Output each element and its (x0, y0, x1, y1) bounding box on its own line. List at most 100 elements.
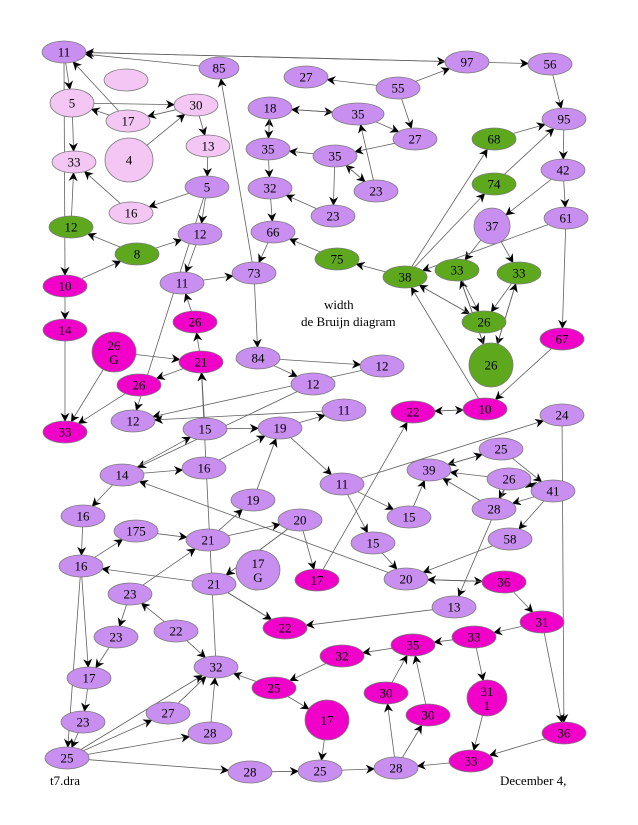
edge-n26e-to-n39 (449, 468, 488, 478)
node-sublabel: G (109, 352, 118, 367)
node-label: 20 (294, 513, 307, 528)
edge-n26d-to-n33d (77, 393, 126, 424)
node-label: 19 (247, 493, 260, 508)
node-label: 74 (488, 177, 502, 192)
node-label: 97 (461, 55, 475, 70)
node-sublabel: G (253, 570, 262, 585)
node-label: 23 (370, 184, 383, 199)
edge-n17c-to-n23e (81, 688, 91, 712)
node-shape (468, 342, 514, 388)
edge-n16c-to-n16d (77, 526, 87, 556)
edge-n25b-to-n17d (287, 696, 310, 710)
edge-n11a-to-n5a (64, 62, 73, 90)
node-n26c: 26 (468, 342, 514, 388)
node-shape (471, 497, 517, 521)
node-shape (466, 679, 508, 717)
node-n11d: 11 (319, 472, 365, 496)
node-shape (60, 710, 106, 734)
node-shape (448, 749, 494, 773)
node-shape (250, 220, 296, 244)
node-shape (382, 265, 428, 289)
node-label: 17 (321, 713, 335, 728)
edge-n5b-to-n16a (148, 192, 189, 209)
node-label: 75 (331, 252, 344, 267)
node-n32b: 32 (319, 644, 365, 668)
edge-n26e-to-n28a (498, 489, 507, 500)
node-label: 38 (399, 270, 412, 285)
node-label: 20 (400, 572, 413, 587)
node-nblank (103, 68, 149, 92)
node-shape (373, 756, 419, 780)
node-n67: 67 (539, 327, 585, 351)
node-shape (277, 508, 323, 532)
node-n56: 56 (527, 52, 573, 76)
node-label: 39 (423, 463, 436, 478)
edge-n35c-to-n23b (329, 166, 339, 206)
edge-n21a-to-n26a (193, 332, 203, 352)
node-label: 17 (252, 556, 266, 571)
node-n41: 41 (530, 479, 576, 503)
edge-n21b-to-n19b (218, 509, 243, 531)
node-shape (321, 398, 367, 422)
edge-n25c-to-n32c (80, 675, 203, 750)
edge-n22b-to-n23c (140, 602, 165, 623)
node-n61: 61 (543, 206, 589, 230)
node-label: 36 (498, 575, 512, 590)
node-n35b: 35 (245, 137, 291, 161)
node-n5a: 5 (49, 88, 95, 118)
edge-n38-to-n68 (411, 148, 488, 267)
edge-n37-to-n33b (464, 239, 482, 261)
node-shape (431, 595, 477, 619)
node-shape (48, 215, 94, 239)
node-label: 23 (124, 587, 137, 602)
node-label: 68 (488, 132, 501, 147)
node-n32a: 32 (247, 176, 293, 200)
node-shape (172, 310, 218, 334)
node-n17b: 17 (294, 568, 340, 592)
edge-n23c-to-n23d (117, 604, 127, 627)
node-n27b: 27 (392, 127, 438, 151)
node-shape (247, 96, 293, 120)
edge-n33f-to-n28d (416, 760, 450, 770)
edge-n25a-to-n41 (512, 458, 543, 483)
node-n25b: 25 (251, 676, 297, 700)
edge-n35d-to-n32b (362, 647, 393, 656)
node-shape (235, 549, 281, 591)
edge-n68-to-n95 (512, 122, 546, 134)
node-shape (184, 175, 230, 199)
edge-n20b-to-n14b (138, 480, 389, 573)
edge-n18-to-n35b (264, 118, 274, 139)
edge-n26a-to-n11b (183, 293, 193, 312)
edge-n26c-to-n33c (497, 283, 518, 345)
node-n31a: 31 (519, 610, 565, 634)
node-shape (145, 701, 191, 725)
node-label: 55 (392, 81, 405, 96)
edge-n15b-to-n39 (413, 479, 426, 507)
edge-n175-to-n21b (157, 531, 188, 541)
edge-n19a-to-n11c (299, 413, 326, 423)
node-shape (193, 655, 239, 679)
node-n4: 4 (104, 137, 154, 183)
node-shape (105, 109, 151, 133)
node-label: 33 (451, 263, 464, 278)
node-shape (471, 127, 517, 151)
edge-n35a-to-n27b (375, 121, 400, 133)
node-shape (181, 456, 227, 480)
node-shape (461, 310, 507, 334)
edge-n21c-to-n16d (101, 565, 193, 582)
node-n16d: 16 (58, 554, 104, 578)
node-n33f: 33 (448, 749, 494, 773)
node-label: 85 (213, 61, 226, 76)
node-n175: 175 (113, 519, 159, 543)
node-n15a: 15 (182, 417, 228, 441)
node-shape (187, 721, 233, 745)
edge-n12a-to-n33a (68, 172, 78, 217)
node-label: 66 (267, 225, 281, 240)
node-n15c: 15 (350, 531, 396, 555)
node-shape (42, 274, 88, 298)
edge-n15c-to-n20b (381, 552, 398, 570)
node-shape (103, 68, 149, 92)
node-shape (540, 158, 586, 182)
node-label: 67 (556, 332, 570, 347)
node-n12b: 12 (177, 222, 223, 246)
